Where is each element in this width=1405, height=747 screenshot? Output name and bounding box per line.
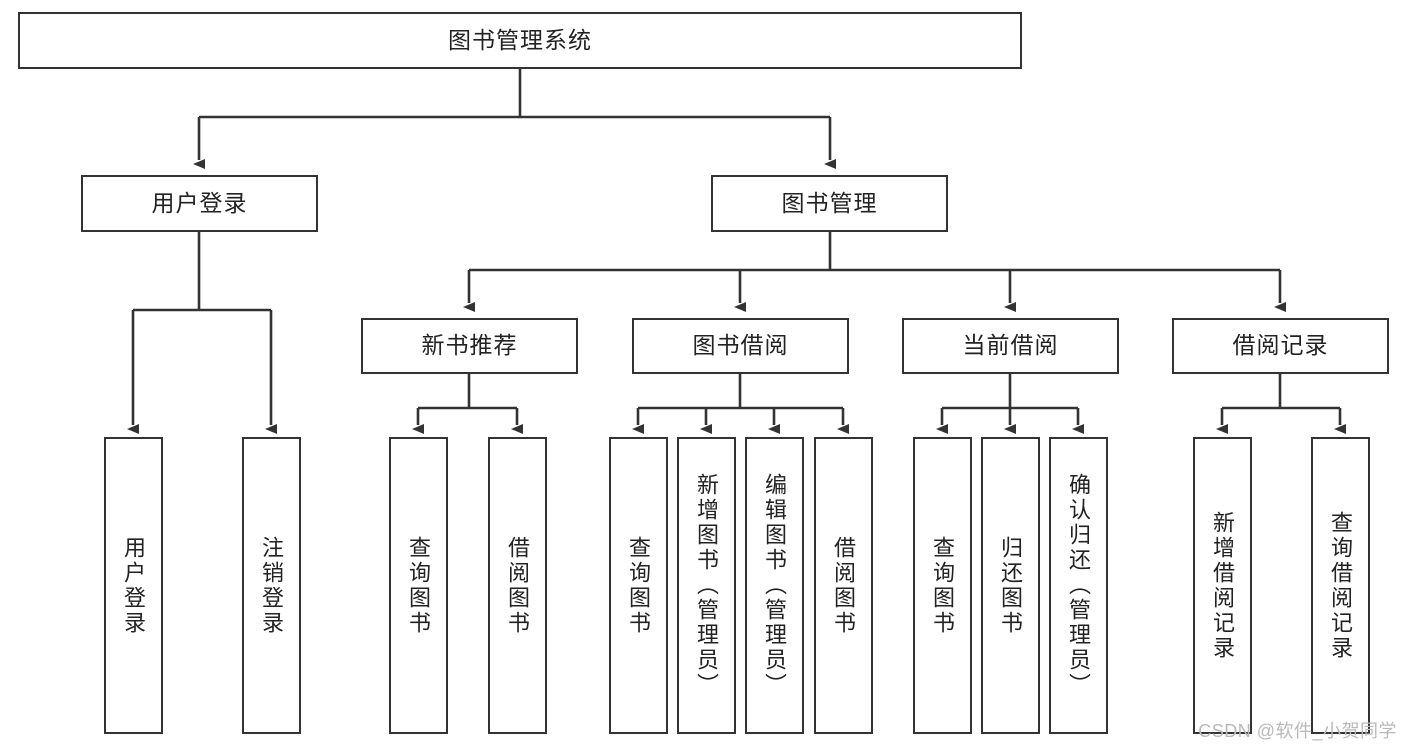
- node-borrowing-record[interactable]: 借阅记录: [1172, 318, 1389, 374]
- node-label: 新增借阅记录: [1210, 510, 1236, 661]
- node-leaf-user-login[interactable]: 用户登录: [104, 437, 163, 734]
- node-new-book-recommendation[interactable]: 新书推荐: [361, 318, 578, 374]
- node-leaf-return-book[interactable]: 归还图书: [981, 437, 1040, 734]
- node-leaf-borrow-book-recommendation[interactable]: 借阅图书: [488, 437, 547, 734]
- node-label: 借阅图书: [505, 535, 531, 636]
- node-label: 归还图书: [998, 535, 1024, 636]
- node-label: 新书推荐: [421, 332, 518, 359]
- node-label: 用户登录: [151, 189, 248, 216]
- node-current-borrowing[interactable]: 当前借阅: [902, 318, 1119, 374]
- node-leaf-query-borrowing-record[interactable]: 查询借阅记录: [1311, 437, 1370, 734]
- node-label: 编辑图书（管理员）: [762, 473, 788, 698]
- node-leaf-query-book-current[interactable]: 查询图书: [913, 437, 972, 734]
- node-leaf-edit-book-admin[interactable]: 编辑图书（管理员）: [745, 437, 804, 734]
- node-root-book-management-system[interactable]: 图书管理系统: [18, 12, 1022, 69]
- node-label: 当前借阅: [962, 332, 1059, 359]
- node-leaf-query-book-borrowing[interactable]: 查询图书: [609, 437, 668, 734]
- node-leaf-add-borrowing-record[interactable]: 新增借阅记录: [1193, 437, 1252, 734]
- node-label: 图书管理系统: [448, 26, 592, 53]
- node-label: 确认归还（管理员）: [1066, 473, 1092, 698]
- node-book-management[interactable]: 图书管理: [711, 175, 948, 232]
- node-label: 查询图书: [406, 535, 432, 636]
- node-label: 查询图书: [626, 535, 652, 636]
- node-label: 借阅记录: [1232, 332, 1329, 359]
- watermark-text: CSDN @软件_小贺同学: [1198, 721, 1397, 741]
- node-label: 图书借阅: [692, 332, 789, 359]
- node-user-login[interactable]: 用户登录: [81, 175, 318, 232]
- node-book-borrowing[interactable]: 图书借阅: [632, 318, 849, 374]
- node-label: 查询图书: [930, 535, 956, 636]
- node-leaf-logout-login[interactable]: 注销登录: [242, 437, 301, 734]
- node-leaf-confirm-return-admin[interactable]: 确认归还（管理员）: [1049, 437, 1108, 734]
- node-label: 图书管理: [781, 189, 878, 216]
- node-label: 查询借阅记录: [1328, 510, 1354, 661]
- node-label: 用户登录: [121, 535, 147, 636]
- node-label: 注销登录: [259, 535, 285, 636]
- node-label: 借阅图书: [831, 535, 857, 636]
- node-leaf-query-book-recommendation[interactable]: 查询图书: [389, 437, 448, 734]
- node-leaf-add-book-admin[interactable]: 新增图书（管理员）: [677, 437, 736, 734]
- node-label: 新增图书（管理员）: [694, 473, 720, 698]
- node-leaf-borrow-book-borrowing[interactable]: 借阅图书: [814, 437, 873, 734]
